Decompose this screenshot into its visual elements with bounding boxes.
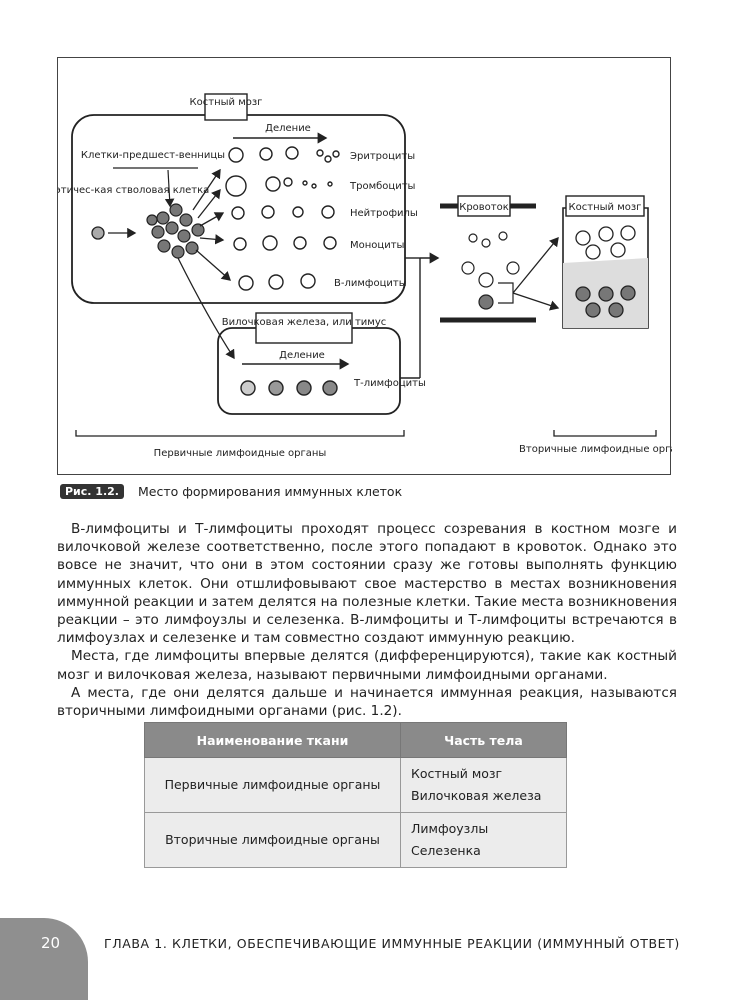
bone-marrow-container: Костный мозг <box>562 195 649 329</box>
paragraph-2: Места, где лимфоциты впервые делятся (ди… <box>57 648 677 683</box>
precursors-label: Клетки-предшест-венницы <box>81 150 225 161</box>
neutrophils-label: Нейтрофилы <box>350 208 418 219</box>
body-text: B-лимфоциты и Т-лимфоциты проходят проце… <box>57 520 677 720</box>
footer-tab <box>0 918 88 1000</box>
table-cell-name: Вторичные лимфоидные органы <box>144 812 401 868</box>
division-thymus-label: Деление <box>279 350 325 361</box>
hsc-label: Гемопоэтичес-кая стволовая клетка <box>58 185 209 196</box>
primary-organs-label: Первичные лимфоидные органы <box>154 448 327 459</box>
erythrocytes-label: Эритроциты <box>350 151 415 162</box>
running-title: ГЛАВА 1. КЛЕТКИ, ОБЕСПЕЧИВАЮЩИЕ ИММУННЫЕ… <box>104 936 680 951</box>
b-lymphocytes-label: B-лимфоциты <box>334 278 407 289</box>
bloodstream-vessel: Кровоток <box>440 195 560 323</box>
figure-badge: Рис. 1.2. <box>60 484 124 499</box>
thrombocytes-label: Тромбоциты <box>349 181 415 192</box>
b-lymphocyte-row <box>238 273 316 291</box>
erythrocyte-row <box>228 146 340 163</box>
page-number: 20 <box>41 934 61 952</box>
bone-marrow-tag <box>204 93 248 121</box>
table-header-body-part: Часть тела <box>400 722 567 758</box>
part-item: Вилочковая железа <box>411 788 542 803</box>
progenitor-cluster <box>146 203 205 259</box>
table-row: Вторичные лимфоидные органы Лимфоузлы Се… <box>144 812 567 868</box>
t-lymphocyte-row <box>240 380 338 396</box>
figure-frame: Костный мозг Деление Клетки-предшест-вен… <box>17 57 691 475</box>
secondary-organs-label: Вторичные лимфоидные органы <box>519 444 672 455</box>
immune-cell-diagram: Костный мозг Деление Клетки-предшест-вен… <box>17 93 691 459</box>
thymus-tag <box>255 312 353 344</box>
bloodstream-label: Кровоток <box>459 202 509 213</box>
thymus-tag-label: Вилочковая железа, или тимус <box>222 317 387 328</box>
hsc-cell <box>91 226 105 240</box>
paragraph-1: B-лимфоциты и Т-лимфоциты проходят проце… <box>57 521 677 647</box>
neutrophil-row <box>231 205 335 220</box>
bone-marrow-right-label: Костный мозг <box>569 202 642 213</box>
tissue-table: Наименование ткани Часть тела Первичные … <box>144 722 567 868</box>
table-cell-name: Первичные лимфоидные органы <box>144 757 401 813</box>
paragraph-3: А места, где они делятся дальше и начина… <box>57 684 677 720</box>
table-row: Первичные лимфоидные органы Костный мозг… <box>144 757 567 813</box>
part-item: Костный мозг <box>411 766 503 781</box>
figure-caption: Рис. 1.2. Место формирования иммунных кл… <box>60 484 402 499</box>
part-item: Селезенка <box>411 843 481 858</box>
table-cell-parts: Костный мозг Вилочковая железа <box>400 757 567 813</box>
caption-text: Место формирования иммунных клеток <box>137 484 403 499</box>
part-item: Лимфоузлы <box>411 821 489 836</box>
thrombocyte-row <box>225 175 333 197</box>
monocytes-label: Моноциты <box>350 240 404 251</box>
t-lymphocytes-label: Т-лимфоциты <box>353 378 426 389</box>
table-cell-parts: Лимфоузлы Селезенка <box>400 812 567 868</box>
bone-marrow-tag-label: Костный мозг <box>190 97 263 108</box>
division-top-label: Деление <box>265 123 311 134</box>
monocyte-row <box>233 235 337 251</box>
table-header-tissue: Наименование ткани <box>144 722 401 758</box>
